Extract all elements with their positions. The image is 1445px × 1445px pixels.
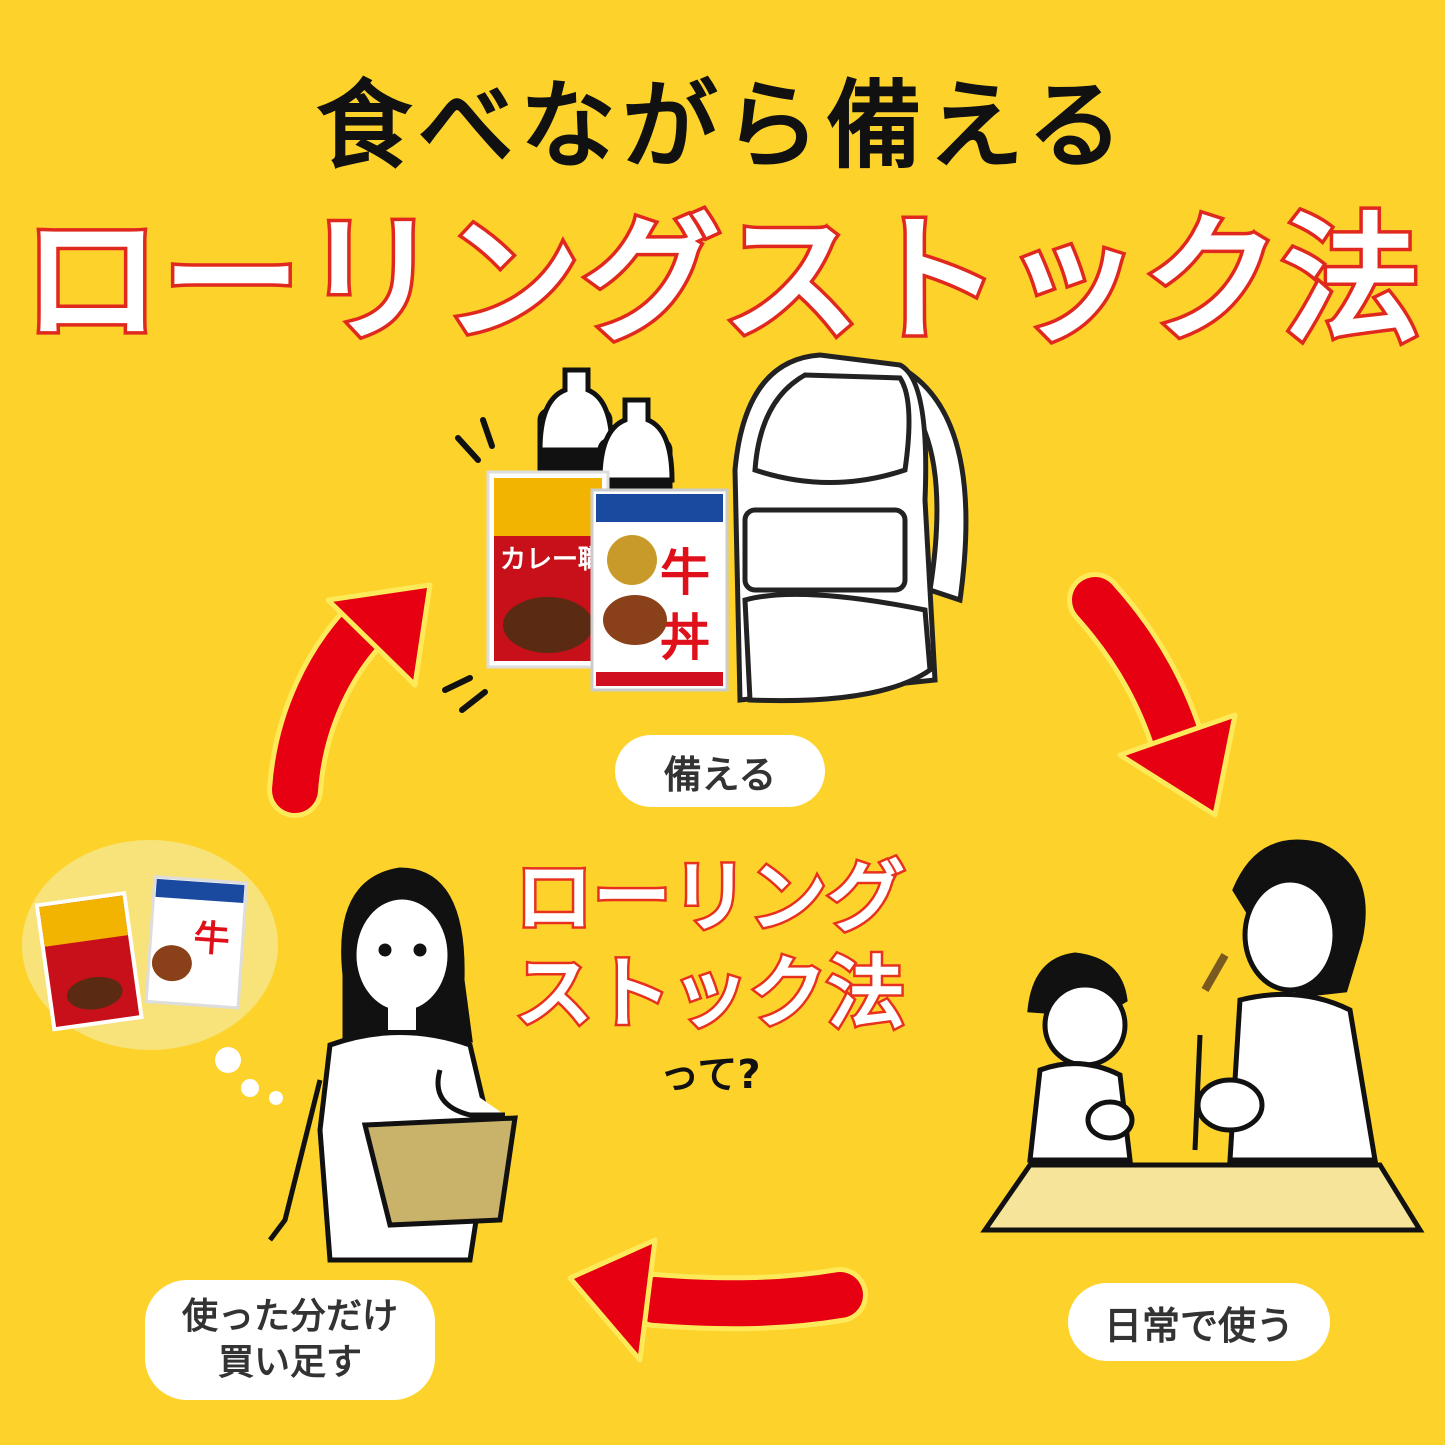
step-prepare-text: 備える (663, 752, 777, 797)
center-title-line1: ローリング (512, 851, 907, 946)
step-restock-label: 使った分だけ 買い足す (145, 1280, 435, 1400)
thought-bubble: 牛 (22, 840, 283, 1105)
svg-text:丼: 丼 (660, 609, 710, 667)
curry-package: カレー職人 (486, 470, 630, 669)
step-daily-use-text: 日常で使う (1103, 1303, 1294, 1348)
step-prepare-label: 備える (615, 735, 825, 807)
arrow-down-right-icon (1067, 572, 1238, 818)
arrow-up-right-icon (267, 582, 433, 818)
svg-text:牛: 牛 (660, 544, 710, 602)
center-subtitle: って? (659, 1052, 761, 1098)
woman-with-basket (268, 867, 518, 1263)
headline: 食べながら備える (315, 70, 1130, 182)
step-daily-use-label: 日常で使う (1068, 1283, 1330, 1361)
arrow-left-icon (567, 1237, 868, 1363)
center-title: ローリング ストック法 (500, 850, 920, 1042)
step-restock-line1: 使った分だけ (181, 1296, 398, 1337)
step-restock-line2: 買い足す (217, 1342, 362, 1383)
parent-and-child-eating (980, 839, 1425, 1233)
backpack-icon (732, 352, 969, 704)
svg-text:牛: 牛 (192, 918, 231, 961)
sparkle-lines-icon (442, 417, 495, 713)
center-title-line2: ストック法 (512, 947, 907, 1042)
gyudon-package: 牛 丼 (590, 488, 729, 692)
page-title: ローリングストック法 (19, 197, 1424, 365)
